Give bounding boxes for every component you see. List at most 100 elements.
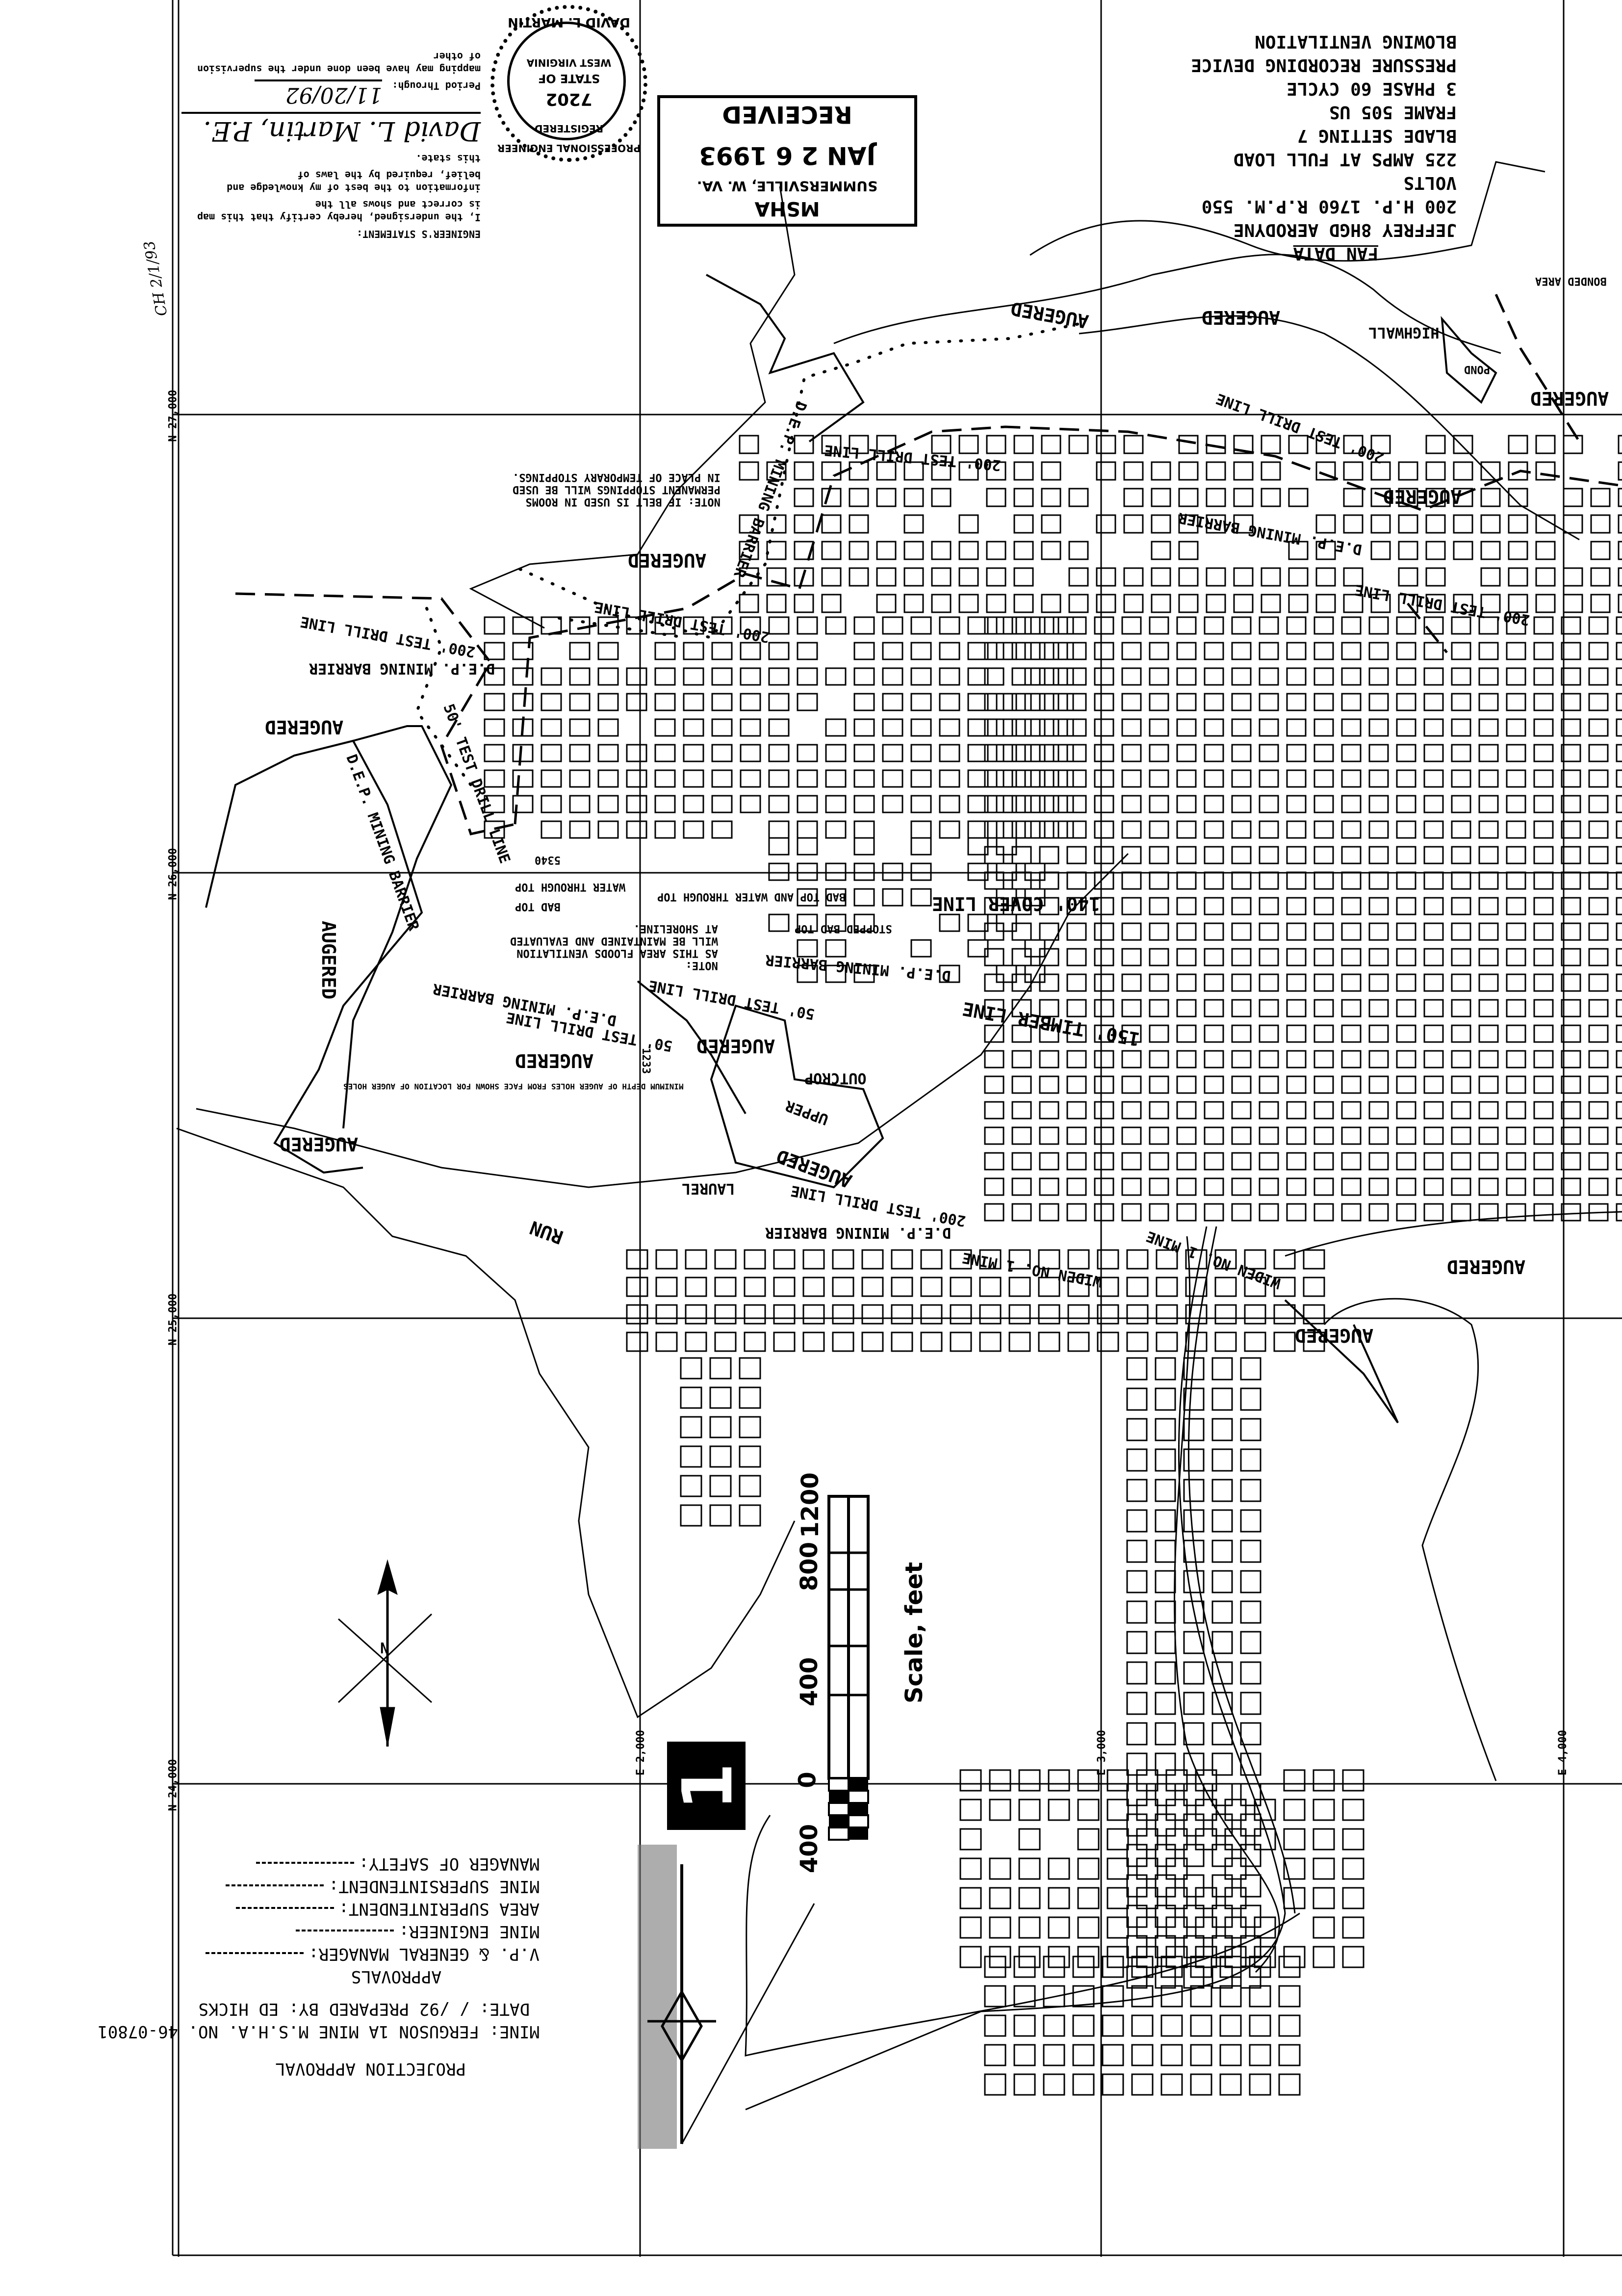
coal-pillar <box>1618 514 1622 534</box>
coal-pillar <box>1176 642 1197 660</box>
coal-pillar <box>1478 999 1499 1018</box>
coal-pillar <box>1231 820 1252 839</box>
coal-pillar <box>1278 2073 1301 2096</box>
coal-pillar <box>1204 897 1224 915</box>
coal-pillar <box>1616 795 1622 813</box>
coal-pillar <box>1155 1844 1176 1867</box>
coal-pillar <box>768 667 790 686</box>
coal-pillar <box>939 965 960 983</box>
coal-pillar <box>1165 1887 1188 1909</box>
coal-pillar <box>931 567 952 587</box>
augered-label: AUGERED <box>280 1133 359 1155</box>
coal-pillar <box>825 862 847 881</box>
coal-pillar <box>876 567 897 587</box>
coal-pillar <box>1206 488 1226 507</box>
coal-pillar <box>1343 514 1364 534</box>
coal-pillar <box>1451 667 1471 686</box>
coal-pillar <box>1096 514 1116 534</box>
coal-pillar <box>714 1249 737 1270</box>
coal-pillar <box>1616 1126 1622 1145</box>
coal-pillar <box>1286 1101 1307 1120</box>
coal-pillar <box>1024 862 1046 881</box>
coal-pillar <box>1341 1101 1362 1120</box>
coal-pillar <box>541 820 562 839</box>
coal-pillar <box>1121 718 1142 737</box>
coal-pillar <box>1149 1126 1169 1145</box>
coal-pillar <box>1131 2073 1154 2096</box>
coal-pillar <box>484 820 505 839</box>
coal-pillar <box>654 718 676 737</box>
coal-pillar <box>1013 2014 1036 2037</box>
coal-pillar <box>1149 1024 1169 1043</box>
coal-pillar <box>1008 1249 1031 1270</box>
coal-pillar <box>1149 897 1169 915</box>
coal-pillar <box>1561 693 1581 711</box>
coal-pillar <box>1183 1874 1205 1898</box>
coal-pillar <box>1561 667 1581 686</box>
coal-pillar <box>797 862 818 881</box>
coal-pillar <box>1231 1024 1252 1043</box>
coal-pillar <box>1423 871 1444 890</box>
coal-pillar <box>882 744 903 762</box>
coal-pillar <box>1303 1249 1325 1270</box>
coal-pillar <box>1261 567 1281 587</box>
seal-text: REGISTERED <box>534 123 604 134</box>
coal-pillar <box>1249 2073 1271 2096</box>
coal-pillar <box>1616 973 1622 992</box>
coal-pillar <box>1240 1539 1262 1563</box>
coal-pillar <box>1506 948 1526 966</box>
coal-pillar <box>626 1304 648 1325</box>
coal-pillar <box>802 1304 825 1325</box>
coal-pillar <box>626 667 647 686</box>
coal-pillar <box>853 795 875 813</box>
coal-pillar <box>1616 1075 1622 1094</box>
coal-pillar <box>1126 1600 1148 1624</box>
coal-pillar <box>1425 541 1446 560</box>
stamp-agency: MSHA <box>754 197 820 220</box>
coal-pillar <box>1240 1692 1262 1715</box>
coal-pillar <box>1018 1828 1041 1851</box>
coal-pillar <box>1066 897 1087 915</box>
coal-pillar <box>1451 1152 1471 1171</box>
coal-pillar <box>1176 744 1197 762</box>
coal-pillar <box>1478 693 1499 711</box>
coal-pillar <box>1231 1152 1252 1171</box>
coal-pillar <box>541 667 562 686</box>
coal-pillar <box>740 744 761 762</box>
coal-pillar <box>1286 667 1307 686</box>
coal-pillar <box>1156 1331 1178 1352</box>
coal-pillar <box>768 820 790 839</box>
coal-pillar <box>1588 769 1609 788</box>
coal-pillar <box>1451 897 1471 915</box>
coal-pillar <box>825 744 847 762</box>
coal-pillar <box>1190 2014 1212 2037</box>
coal-pillar <box>1066 642 1087 660</box>
coal-pillar <box>739 594 759 613</box>
coal-pillar <box>1618 567 1622 587</box>
coal-pillar <box>1423 795 1444 813</box>
coal-pillar <box>1155 1813 1176 1837</box>
coal-pillar <box>1204 616 1224 635</box>
coal-pillar <box>1259 667 1279 686</box>
coal-pillar <box>626 1249 648 1270</box>
coal-pillar <box>1342 1916 1365 1939</box>
augered-label: AUGERED <box>628 549 707 571</box>
coal-pillar <box>1121 616 1142 635</box>
coal-pillar <box>1508 435 1528 454</box>
coal-pillar <box>853 820 875 839</box>
coal-pillar <box>1136 1828 1159 1851</box>
coal-pillar <box>794 461 814 481</box>
coal-pillar <box>1018 1769 1041 1792</box>
coal-pillar <box>1423 642 1444 660</box>
title-block-heading: PROJECTION APPROVAL <box>275 2059 466 2079</box>
coal-pillar <box>1240 1387 1262 1411</box>
coal-pillar <box>1368 642 1389 660</box>
coal-pillar <box>1149 616 1169 635</box>
augered-label: AUGERED <box>1202 307 1281 328</box>
coal-pillar <box>825 769 847 788</box>
coal-pillar <box>1121 1050 1142 1069</box>
coal-pillar <box>1066 1203 1087 1222</box>
coal-pillar <box>1149 846 1169 864</box>
coal-pillar <box>654 795 676 813</box>
